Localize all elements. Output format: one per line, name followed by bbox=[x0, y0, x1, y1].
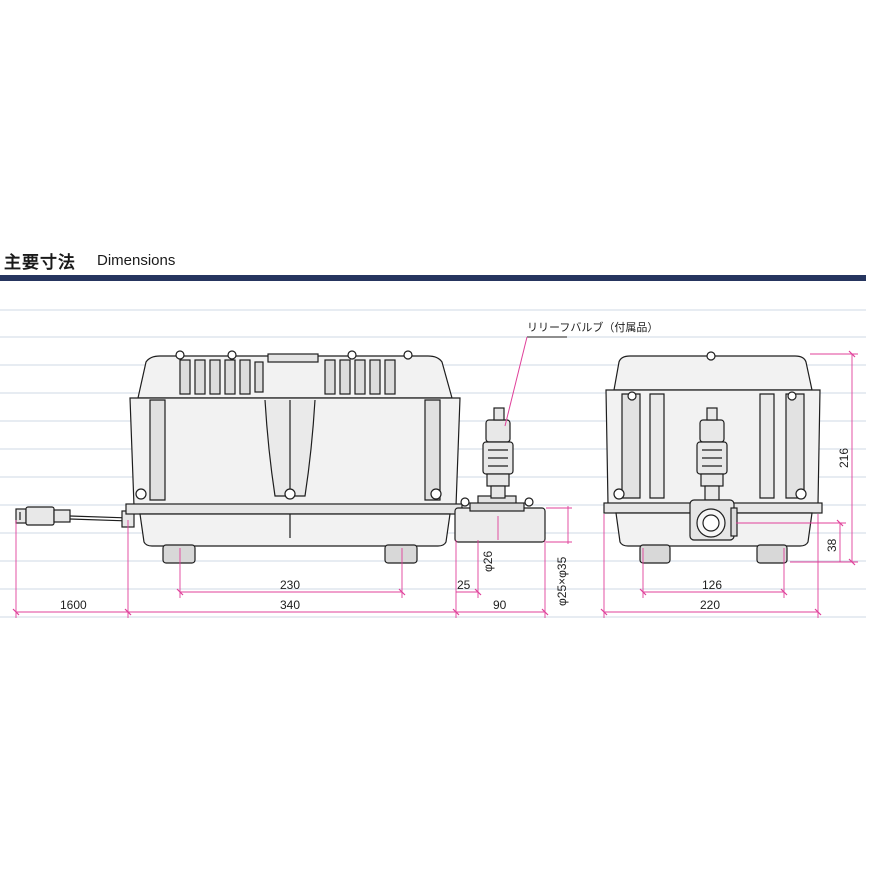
dim-body-inner: 230 bbox=[280, 578, 300, 592]
dim-foot-span: 126 bbox=[702, 578, 722, 592]
side-top-cover bbox=[613, 355, 813, 391]
header-rule bbox=[0, 275, 866, 281]
section-header: 主要寸法 Dimensions bbox=[0, 244, 866, 284]
dimension-labels: 1600 230 340 25 90 φ26 φ25×φ35 216 38 12… bbox=[60, 448, 851, 612]
power-cord bbox=[15, 506, 135, 528]
relief-valve-label: リリーフバルブ（付属品） bbox=[527, 320, 658, 334]
side-foot-right bbox=[756, 544, 788, 564]
dim-outlet-height: 38 bbox=[825, 538, 839, 552]
relief-valve-callout: リリーフバルブ（付属品） bbox=[504, 320, 658, 427]
front-view bbox=[15, 350, 546, 564]
front-base-plate bbox=[125, 503, 463, 515]
front-base bbox=[139, 513, 451, 547]
front-fins-right bbox=[324, 359, 396, 395]
side-foot-left bbox=[639, 544, 671, 564]
dimension-ticks bbox=[12, 350, 856, 616]
front-fins-left bbox=[179, 359, 264, 395]
dim-pipe-size: φ25×φ35 bbox=[555, 556, 569, 606]
front-foot-right bbox=[384, 544, 418, 564]
side-outlet-pipe-inner bbox=[702, 514, 720, 532]
outlet-pipe bbox=[454, 507, 546, 543]
side-bolts bbox=[613, 391, 807, 500]
relief-valve-front bbox=[482, 407, 514, 499]
dim-outlet-offset: 25 bbox=[457, 578, 471, 592]
dim-pipe-diameter: φ26 bbox=[481, 551, 495, 572]
dim-outlet-length: 90 bbox=[493, 598, 507, 612]
dim-side-height: 216 bbox=[837, 448, 851, 468]
dim-body-width: 340 bbox=[280, 598, 300, 612]
dim-cord-length: 1600 bbox=[60, 598, 87, 612]
title-english: Dimensions bbox=[97, 252, 176, 269]
side-view bbox=[603, 351, 823, 564]
title-japanese: 主要寸法 bbox=[4, 253, 76, 273]
dim-side-depth: 220 bbox=[700, 598, 720, 612]
front-bolts bbox=[135, 350, 442, 500]
dimension-lines bbox=[15, 353, 858, 618]
front-foot-left bbox=[162, 544, 196, 564]
relief-valve-side bbox=[696, 407, 728, 501]
